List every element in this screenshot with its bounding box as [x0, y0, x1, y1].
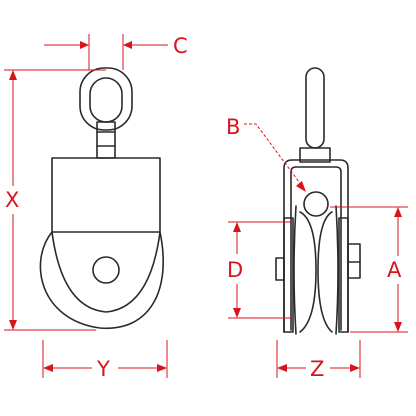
dim-x-arrow-top [9, 70, 17, 80]
swivel-eye-inner [89, 77, 123, 123]
dim-x-arrow-bottom [9, 320, 17, 330]
side-frame-inner [290, 166, 342, 331]
dim-a-arrow-top [394, 207, 402, 217]
swivel-eye-outer [79, 67, 133, 131]
dim-d-label: D [227, 258, 243, 282]
front-view [39, 67, 164, 329]
dim-x-label: X [5, 188, 19, 212]
dim-b-label: B [226, 115, 240, 139]
axle-hole [92, 256, 120, 284]
dim-y-arrow-right [157, 364, 167, 372]
dim-a-arrow-bottom [394, 322, 402, 332]
dim-z-arrow-right [350, 364, 360, 372]
dim-b-arrow [296, 181, 306, 192]
side-sheave-groove [299, 211, 333, 333]
dimension-x: X [4, 69, 106, 331]
dim-y-label: Y [96, 357, 110, 381]
side-axle-bolt-right [347, 243, 361, 279]
side-frame-outer [283, 159, 349, 333]
dim-a-label: A [387, 258, 402, 282]
front-wheel-outline [39, 231, 164, 329]
dimension-a: A [330, 206, 408, 333]
dimension-z: Z [276, 340, 361, 381]
dimension-y: Y [42, 340, 168, 381]
side-view [275, 67, 361, 335]
dim-z-label: Z [310, 357, 324, 381]
dim-c-arrow-right [123, 41, 132, 49]
dim-b-leader [244, 123, 303, 187]
dim-d-arrow-bottom [233, 308, 241, 318]
dimension-d: D [227, 221, 292, 319]
swivel-neck [96, 121, 116, 159]
side-swivel-stem [305, 67, 325, 149]
dim-c-arrow-left [80, 41, 89, 49]
front-side-plate [51, 157, 161, 313]
side-rope-section [303, 191, 329, 217]
dim-z-arrow-left [277, 364, 287, 372]
side-swivel-collar [299, 147, 331, 163]
dim-c-label: C [173, 34, 188, 58]
side-sheave-rim [293, 205, 339, 335]
dimension-b: B [226, 115, 306, 192]
side-axle-bolt-left [275, 257, 285, 281]
dim-y-arrow-left [43, 364, 53, 372]
dimension-c: C [44, 34, 188, 70]
dim-d-arrow-top [233, 222, 241, 232]
